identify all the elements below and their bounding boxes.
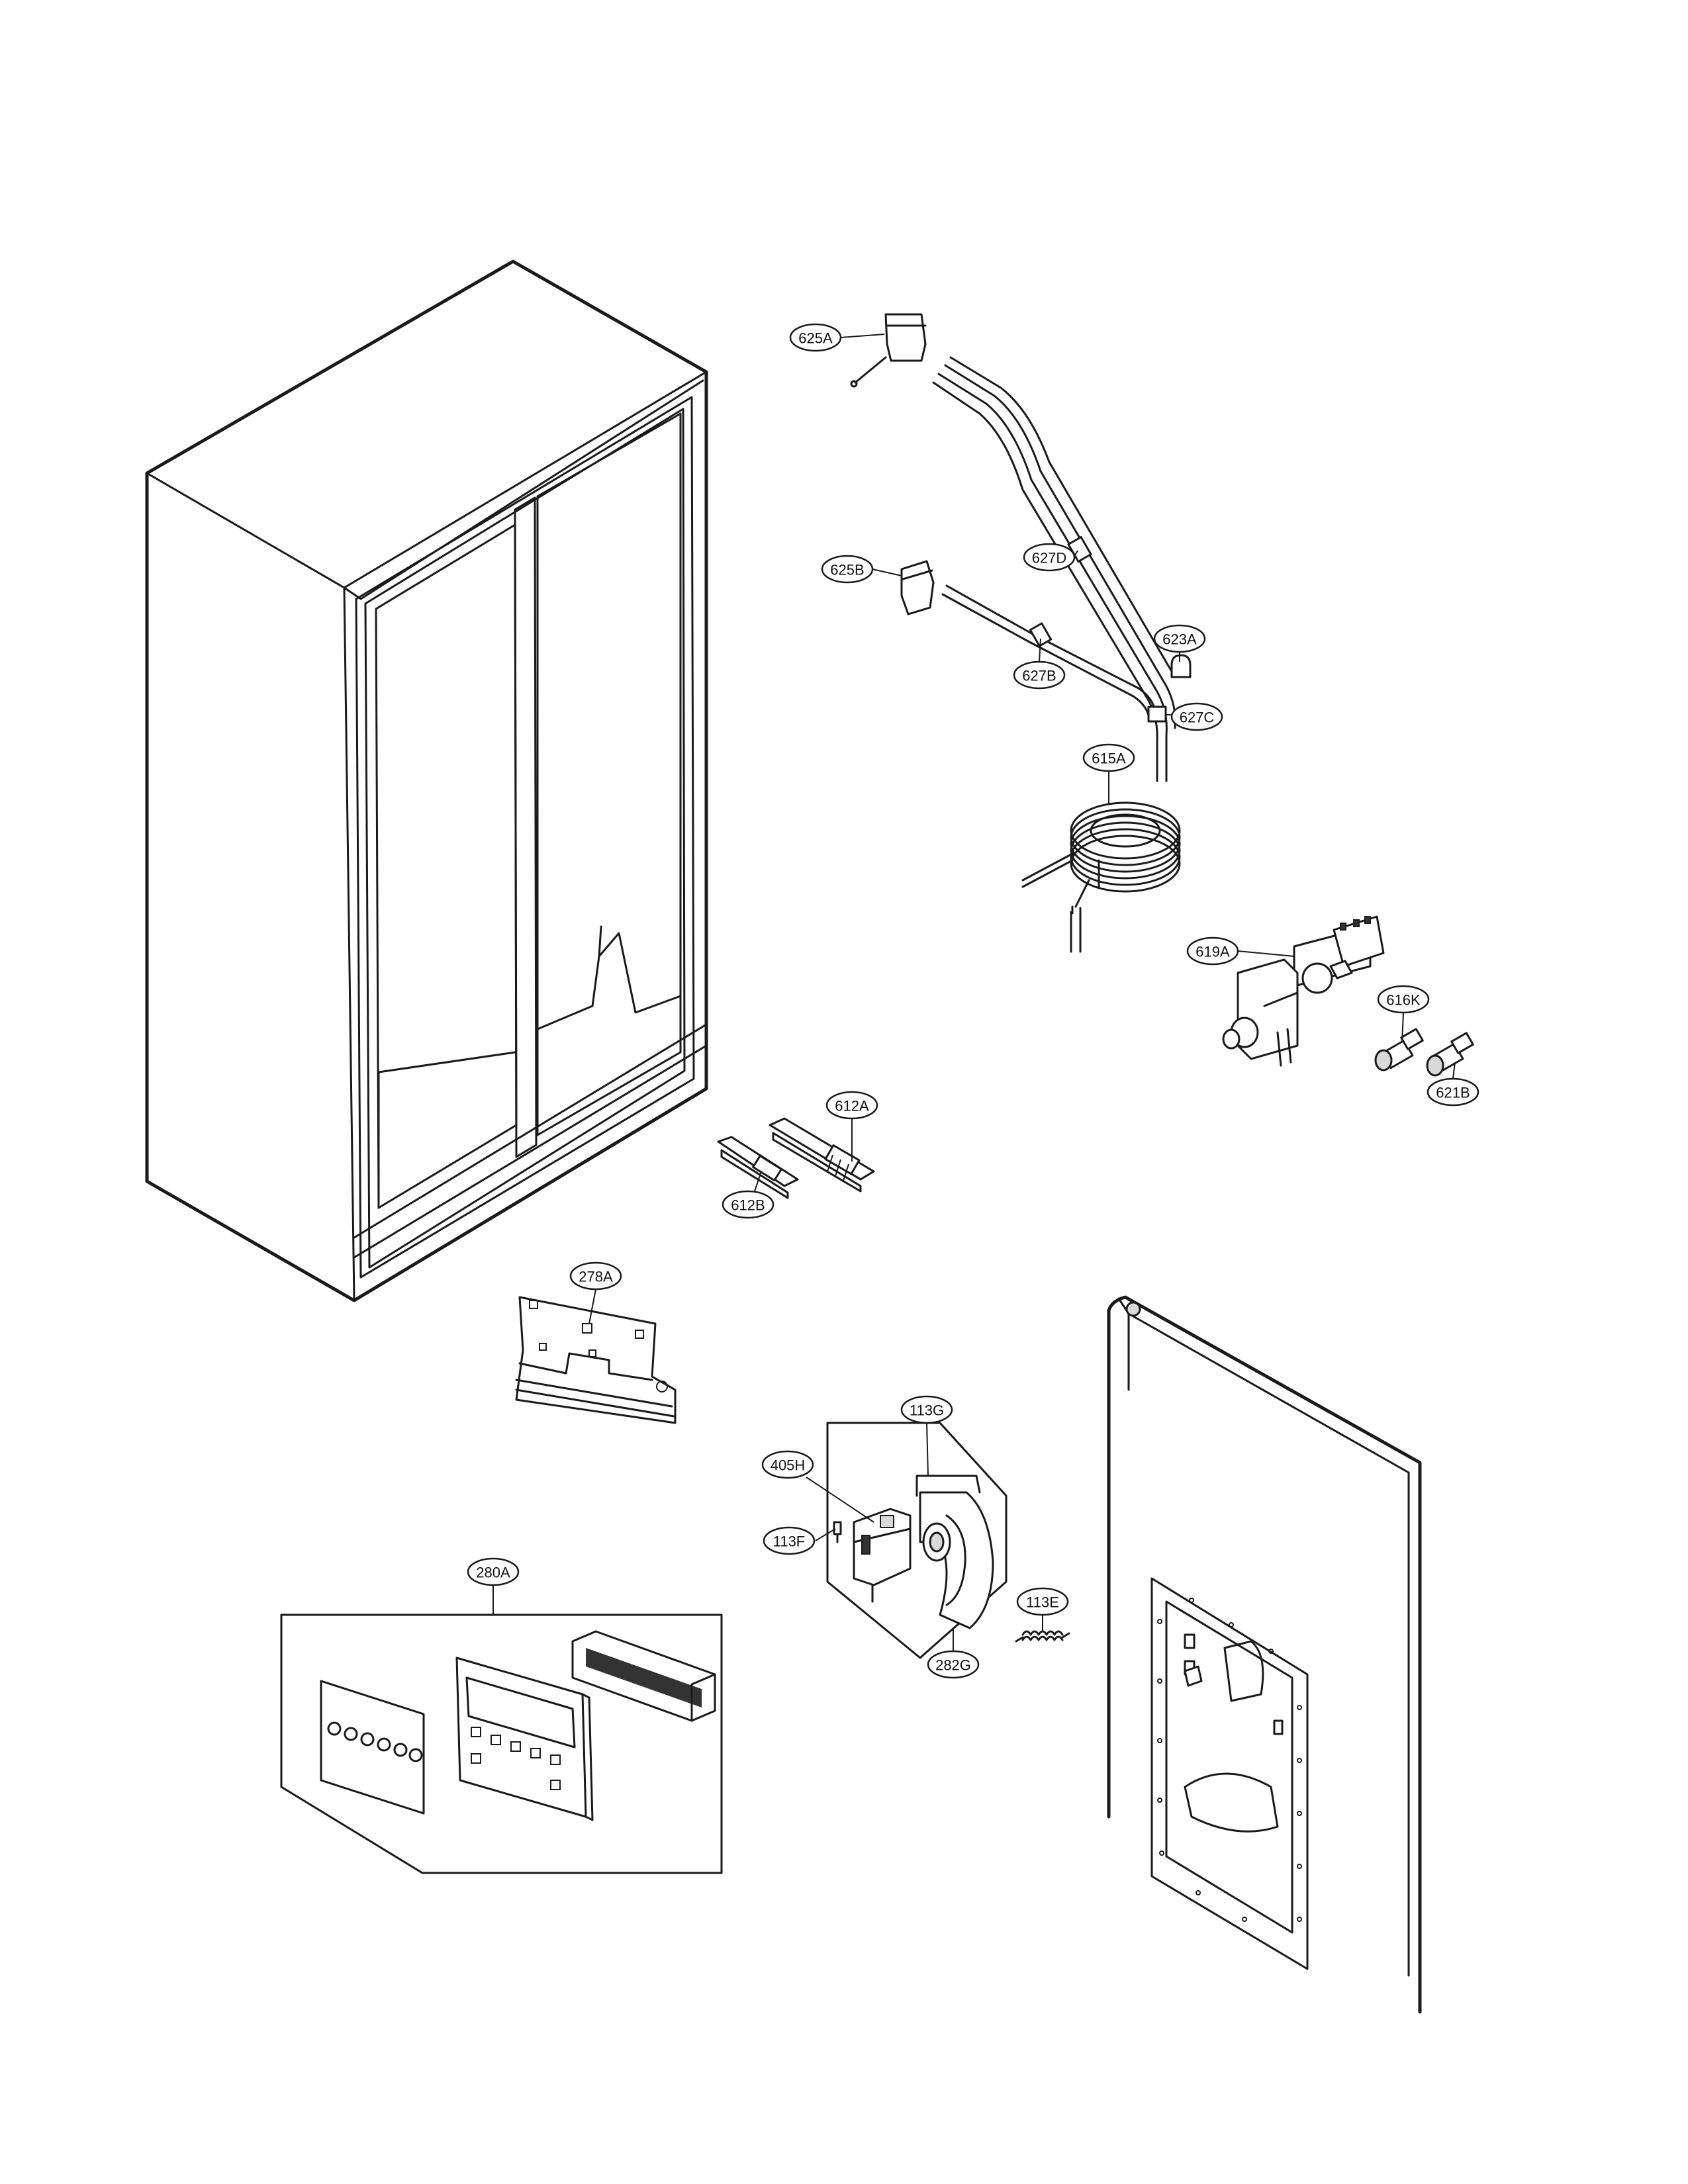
pin-113f	[833, 1521, 842, 1543]
leader-lines	[492, 334, 1456, 1651]
callout-113g: 113G	[900, 1395, 953, 1424]
hinge-612a	[769, 1117, 875, 1193]
callout-label: 616K	[1386, 992, 1421, 1009]
callout-label: 621B	[1436, 1085, 1470, 1101]
callout-627d: 627D	[1023, 543, 1076, 572]
callout-612b: 612B	[722, 1190, 774, 1219]
callout-625b: 625B	[821, 555, 874, 584]
callout-label: 627C	[1180, 709, 1215, 726]
callout-619a: 619A	[1186, 936, 1239, 966]
water-tubing-assembly	[850, 313, 1192, 782]
fitting-621b	[1426, 1032, 1474, 1077]
clip-623a	[1170, 654, 1192, 678]
callout-label: 612B	[731, 1197, 765, 1214]
callout-113f: 113F	[763, 1526, 816, 1555]
callout-label: 627D	[1032, 550, 1067, 567]
callout-627c: 627C	[1170, 702, 1223, 731]
callout-612a: 612A	[825, 1091, 878, 1120]
callout-280a: 280A	[467, 1557, 520, 1586]
freezer-door	[1107, 1295, 1422, 2014]
callout-label: 113F	[773, 1533, 806, 1550]
callout-label: 619A	[1196, 944, 1230, 960]
callout-label: 623A	[1162, 631, 1197, 648]
display-cover	[571, 1630, 716, 1722]
callout-405h: 405H	[761, 1450, 814, 1479]
callout-label: 612A	[835, 1098, 869, 1115]
callout-label: 113E	[1026, 1594, 1059, 1611]
callout-label: 282G	[935, 1657, 971, 1674]
dispenser-bracket-278a	[515, 1296, 677, 1424]
dispenser-actuator-group	[826, 1422, 1008, 1659]
callout-278a: 278A	[569, 1261, 622, 1291]
callout-label: 113G	[910, 1402, 944, 1419]
callout-113e: 113E	[1016, 1587, 1069, 1616]
control-panel-group	[280, 1614, 723, 1874]
fitting-616k	[1374, 1028, 1424, 1071]
callout-label: 280A	[476, 1565, 510, 1581]
tubing-coil-615a	[1021, 801, 1181, 953]
refrigerator-cabinet	[145, 259, 708, 1302]
display-frame	[455, 1657, 594, 1821]
callout-label: 615A	[1092, 751, 1126, 767]
control-overlay	[320, 1680, 425, 1815]
callout-label: 627B	[1022, 668, 1056, 684]
callout-label: 405H	[771, 1457, 806, 1474]
bracket-625a	[850, 313, 927, 388]
water-valve-619a	[1222, 915, 1385, 1067]
lever-282g	[915, 1475, 994, 1629]
callout-label: 278A	[579, 1269, 613, 1285]
callout-615a: 615A	[1082, 743, 1135, 772]
callout-label: 625B	[830, 562, 864, 578]
callout-627b: 627B	[1013, 660, 1066, 690]
callout-625a: 625A	[789, 323, 842, 352]
bracket-625b	[900, 560, 935, 615]
callout-616k: 616K	[1377, 985, 1430, 1014]
callout-label: 625A	[798, 330, 833, 347]
callout-621b: 621B	[1427, 1077, 1479, 1107]
spring-113e	[1015, 1630, 1070, 1643]
hinge-612b	[717, 1136, 799, 1199]
callout-282g: 282G	[927, 1650, 980, 1679]
switch-405h	[853, 1508, 912, 1603]
callout-623a: 623A	[1153, 624, 1206, 653]
